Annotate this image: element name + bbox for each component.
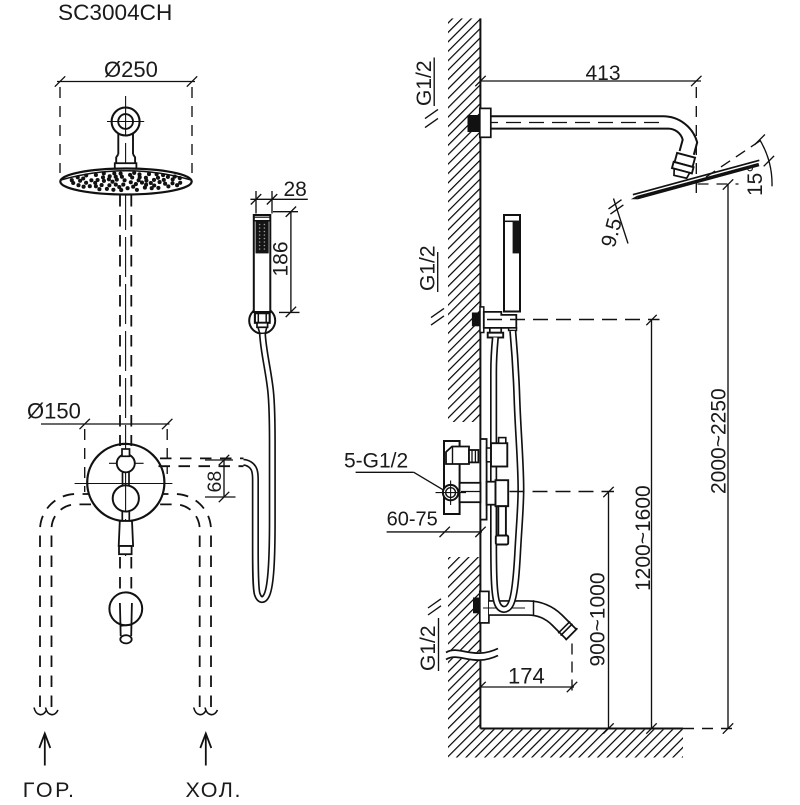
svg-text:1200~1600: 1200~1600 <box>632 485 655 591</box>
svg-text:G1/2: G1/2 <box>417 245 440 291</box>
svg-text:413: 413 <box>586 62 621 85</box>
svg-text:ХОЛ.: ХОЛ. <box>186 778 243 800</box>
svg-text:28: 28 <box>284 178 307 201</box>
svg-text:SC3004CH: SC3004CH <box>58 0 172 25</box>
svg-text:15°: 15° <box>744 164 767 196</box>
svg-text:ГОР.: ГОР. <box>23 778 77 800</box>
svg-text:174: 174 <box>508 664 545 689</box>
svg-text:5-G1/2: 5-G1/2 <box>344 450 408 473</box>
svg-text:900~1000: 900~1000 <box>587 572 610 666</box>
svg-text:60-75: 60-75 <box>387 509 438 531</box>
svg-text:68: 68 <box>204 471 226 493</box>
svg-text:2000~2250: 2000~2250 <box>708 388 731 494</box>
svg-text:Ø150: Ø150 <box>27 399 81 424</box>
svg-text:G1/2: G1/2 <box>413 60 436 106</box>
svg-text:G1/2: G1/2 <box>417 625 440 671</box>
svg-text:Ø250: Ø250 <box>104 57 158 82</box>
svg-text:186: 186 <box>270 241 293 276</box>
